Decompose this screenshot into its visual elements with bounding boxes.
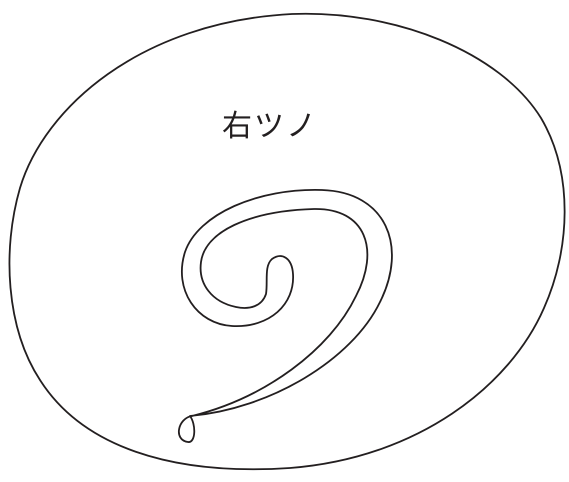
- outer-blob-outline: [9, 14, 564, 470]
- horn-label: 右ツノ: [222, 112, 318, 142]
